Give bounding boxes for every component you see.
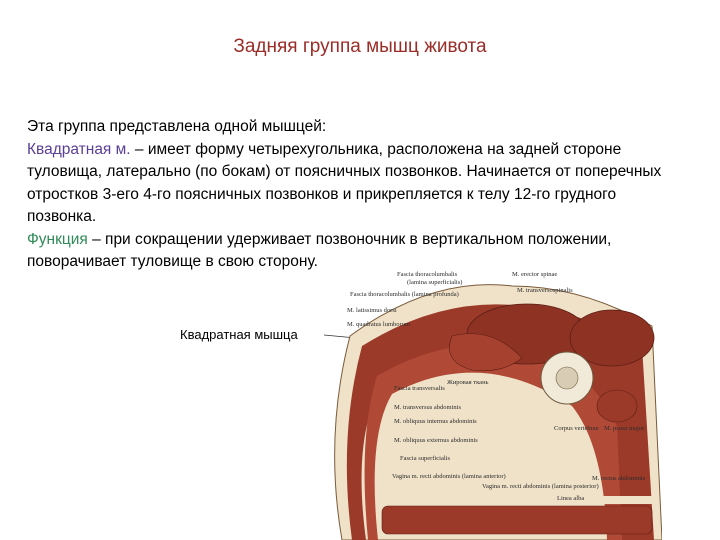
label-psoas-major: M. psoas major [604, 425, 645, 432]
label-obliquus-internus: M. obliquus internus abdominis [394, 418, 477, 425]
vertebral-body-shape [555, 366, 579, 390]
erector-spinae-right-shape [569, 309, 655, 367]
anatomy-illustration: Fascia thoracolumbalis (lamina superfici… [334, 271, 662, 540]
function-term: Функция [27, 230, 88, 248]
intro-line: Эта группа представлена одной мышцей: [27, 118, 327, 135]
rectus-abdominis-shape [381, 505, 653, 535]
muscle-description: – имеет форму четырехугольника, располож… [27, 140, 662, 226]
muscle-term: Квадратная м. [27, 140, 131, 158]
label-transversospinalis: M. transversospinalis [517, 287, 573, 294]
label-vagina-anterior: Vagina m. recti abdominis (lamina anteri… [392, 473, 506, 480]
label-rectus-abdominis: M. rectus abdominis [592, 475, 646, 482]
label-transversus-abdominis: M. transversus abdominis [394, 404, 461, 411]
function-description: – при сокращении удерживает позвоночник … [27, 230, 612, 271]
function-paragraph: Функция – при сокращении удерживает позв… [27, 229, 687, 274]
label-erector-spinae: M. erector spinae [512, 271, 557, 278]
label-fat-tissue: Жировая ткань [447, 379, 489, 386]
quadratus-lumborum-shape [449, 333, 523, 372]
slide-title: Задняя группа мышц живота [233, 36, 487, 57]
label-lamina-superficialis: (lamina superficialis) [407, 279, 462, 286]
label-fascia-lamina-profunda: Fascia thoracolumbalis (lamina profunda) [350, 291, 459, 298]
psoas-shape [596, 389, 638, 423]
label-vagina-posterior: Vagina m. recti abdominis (lamina poster… [482, 483, 599, 490]
rectus-sheath-shape [382, 496, 652, 504]
label-fascia-transversalis: Fascia transversalis [394, 385, 445, 392]
label-corpus-vertebrae: Corpus vertebrae [554, 425, 599, 432]
label-obliquus-externus: M. obliquus externus abdominis [394, 437, 478, 444]
body-text: Эта группа представлена одной мышцей: Кв… [27, 116, 687, 274]
label-quadratus-lumborum: M. quadratus lumborum [347, 321, 410, 328]
figure-caption: Квадратная мышца [180, 327, 298, 342]
label-latissimus-dorsi: M. latissimus dorsi [347, 307, 397, 314]
label-fascia-thoracolumbalis: Fascia thoracolumbalis [397, 271, 458, 278]
label-linea-alba: Linea alba [557, 495, 584, 502]
label-fascia-superficialis: Fascia superficialis [400, 455, 450, 462]
muscle-paragraph: Квадратная м. – имеет форму четырехуголь… [27, 139, 687, 229]
